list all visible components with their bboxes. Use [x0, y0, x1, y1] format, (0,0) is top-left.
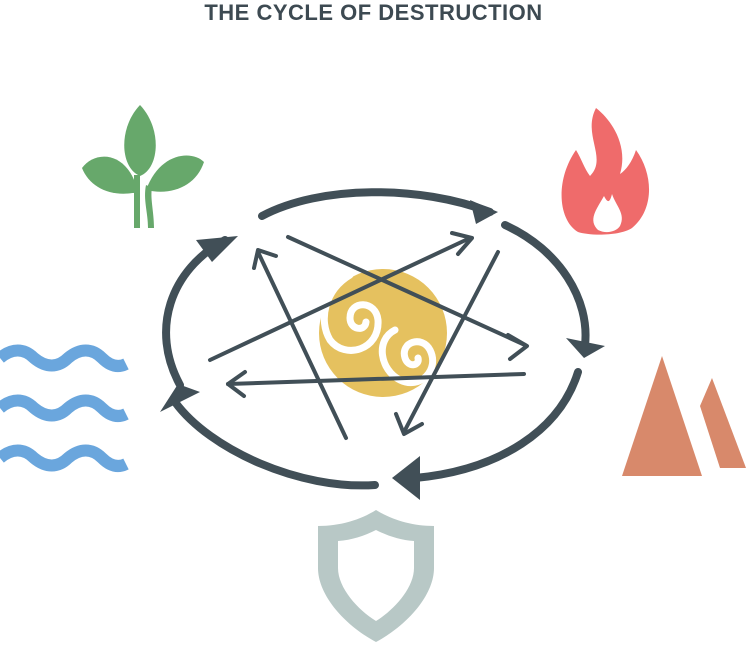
swirl-circle-icon — [319, 269, 447, 397]
arrowhead-fire — [470, 200, 498, 224]
arc-metal-to-water — [171, 398, 379, 490]
star-line-2 — [286, 235, 527, 347]
arrowhead-wood — [196, 236, 238, 262]
arrowhead-earth — [566, 338, 605, 358]
star-line-1 — [208, 236, 472, 362]
inner-star-arrows — [208, 231, 529, 440]
mountain-icon — [622, 356, 746, 476]
flame-icon — [561, 108, 650, 235]
star-line-4 — [256, 250, 348, 440]
shield-icon — [318, 510, 434, 642]
arc-earth-to-metal — [411, 368, 582, 482]
diagram-title: THE CYCLE OF DESTRUCTION — [204, 0, 543, 25]
arc-water-to-wood — [162, 236, 229, 389]
arc-fire-to-earth — [501, 221, 590, 349]
outer-cycle-arrowheads — [160, 200, 605, 500]
plant-sprout-icon — [82, 105, 204, 228]
arrowhead-metal — [392, 456, 420, 500]
arc-wood-to-fire — [258, 188, 494, 220]
water-waves-icon — [0, 344, 129, 472]
star-line-3 — [226, 372, 526, 386]
arrowhead-water — [160, 384, 200, 412]
star-line-5 — [402, 250, 500, 434]
